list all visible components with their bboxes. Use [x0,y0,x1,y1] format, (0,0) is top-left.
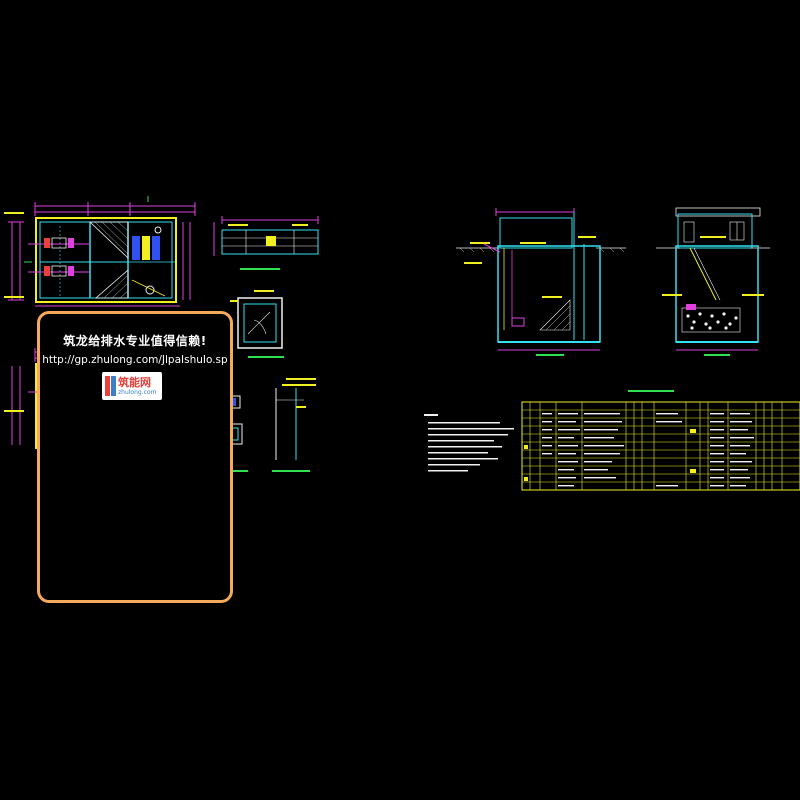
promo-title: 筑龙给排水专业值得信赖! [63,334,207,348]
brand-logo: 筑能网 zhulong.com [102,372,162,400]
well-detail [230,290,284,358]
section-2-2 [656,207,770,356]
logo-text: 筑能网 [118,376,151,389]
material-table [521,390,800,491]
cover-plate-detail [213,216,319,270]
logo-subtext: zhulong.com [118,389,157,396]
notes-block [424,414,514,472]
promo-banner[interactable]: 筑龙给排水专业值得信赖! http://gp.zhulong.com/JlpaI… [37,311,233,603]
stair-detail [272,378,316,472]
promo-url-link[interactable]: http://gp.zhulong.com/JlpaIshuIo.sp [42,354,228,366]
logo-mark-icon [105,376,116,396]
section-1-1 [456,208,626,356]
plan-view-lower [4,196,196,320]
